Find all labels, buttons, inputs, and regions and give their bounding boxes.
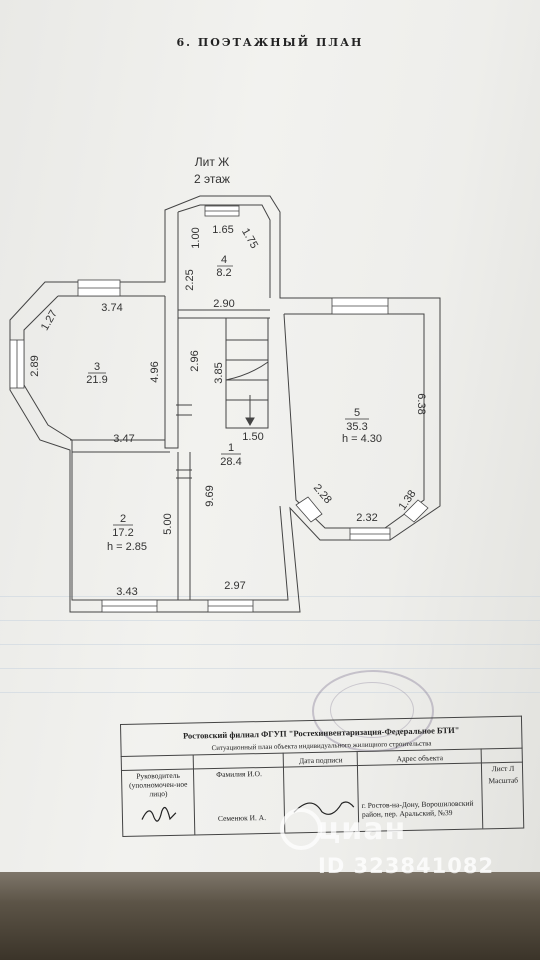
page-title: 6. ПОЭТАЖНЫЙ ПЛАН [176,36,364,49]
dimension-label: 1.75 [239,226,260,251]
dimension-label: 3.74 [101,302,122,314]
room-area: 28.4 [220,456,241,468]
dimension-label: 2.96 [189,350,201,371]
interior-walls [70,296,270,600]
background-surface [0,872,540,960]
ruled-line [0,596,540,597]
windows [9,205,429,613]
dimension-label: 2.89 [29,355,41,376]
room-height: h = 4.30 [342,433,382,445]
room-area: 8.2 [216,267,231,279]
dimension-label: 9.69 [204,485,216,506]
room-number: 2 [120,513,126,525]
room-area: 17.2 [112,527,133,539]
dimension-label: 1.50 [242,431,263,443]
room-labels: 3 21.9 4 8.2 1 28.4 2 17.2 h = 2.85 5 35… [86,254,382,553]
dimension-label: 5.00 [162,513,174,534]
cian-logo-icon [280,808,322,850]
watermark-id: ID 323841082 [318,854,495,878]
dimension-label: 2.25 [184,269,196,290]
dimension-label: 4.96 [149,361,161,382]
room-height: h = 2.85 [107,541,147,553]
ruled-line [0,692,540,693]
room-area: 21.9 [86,374,107,386]
dimension-label: 3.47 [113,433,134,445]
dimension-label: 1.65 [212,224,233,236]
dimension-label: 2.90 [213,298,234,310]
dimension-label: 2.97 [224,580,245,592]
room-number: 5 [354,407,360,419]
stamp-inner-ring [330,682,414,738]
dimension-label: 1.00 [190,227,202,248]
room-number: 3 [94,361,100,373]
dimension-label: 6.38 [415,393,427,414]
title-block: Ростовский филиал ФГУП "Ростехинвентариз… [120,715,525,837]
floor-label: 2 этаж [194,172,230,186]
dimension-label: 3.43 [116,586,137,598]
signatures [141,801,355,822]
room-number: 4 [221,254,227,266]
ruled-line [0,668,540,669]
room-area: 35.3 [346,421,367,433]
ruled-line [0,620,540,621]
dimension-label: 2.28 [311,482,334,506]
dimension-label: 2.32 [356,512,377,524]
stair-arrow [245,395,255,427]
dimension-labels: 1.65 1.00 1.75 2.25 2.90 3.74 1.27 2.89 … [29,224,427,598]
room-number: 1 [228,442,234,454]
watermark-brand: циан [318,812,407,847]
dimension-label: 3.85 [213,362,225,383]
liter-label: Лит Ж [195,155,230,169]
ruled-line [0,644,540,645]
